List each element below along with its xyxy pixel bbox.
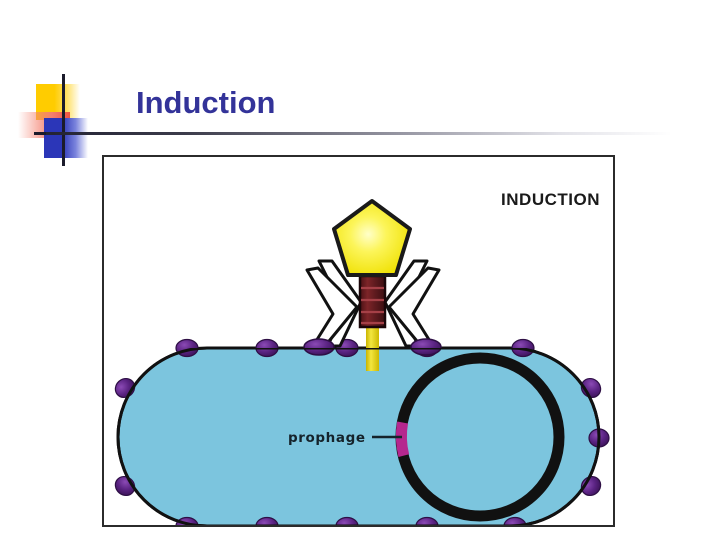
cell-membrane-line — [116, 348, 601, 525]
receptor-dot — [335, 516, 359, 525]
prophage-label: prophage — [288, 430, 366, 446]
phage-foot — [303, 338, 335, 356]
bacteriophage — [303, 199, 442, 371]
phage-tail-tube — [366, 321, 379, 371]
figure-panel: INDUCTION — [102, 155, 615, 527]
phage-foot — [410, 338, 442, 356]
induction-diagram: prophage — [114, 199, 610, 525]
receptor-dot — [415, 516, 439, 525]
prophage-annotation: prophage — [288, 430, 402, 446]
figure-caption: INDUCTION — [501, 190, 600, 209]
accent-vertical-line — [62, 74, 65, 166]
accent-blue-square — [44, 118, 88, 158]
receptor-dot — [503, 516, 527, 525]
sheath-body — [358, 274, 387, 329]
slide-title: Induction — [136, 85, 276, 120]
cell-membrane-overlay — [116, 348, 601, 525]
title-divider — [46, 132, 672, 135]
phage-tail-fibers — [305, 259, 441, 348]
receptor-dot — [255, 516, 279, 525]
title-accent-decoration — [18, 74, 114, 166]
phage-capsid-head — [332, 199, 412, 277]
prophage-dna-segment — [395, 421, 410, 457]
phage-tail-sheath — [358, 274, 387, 329]
